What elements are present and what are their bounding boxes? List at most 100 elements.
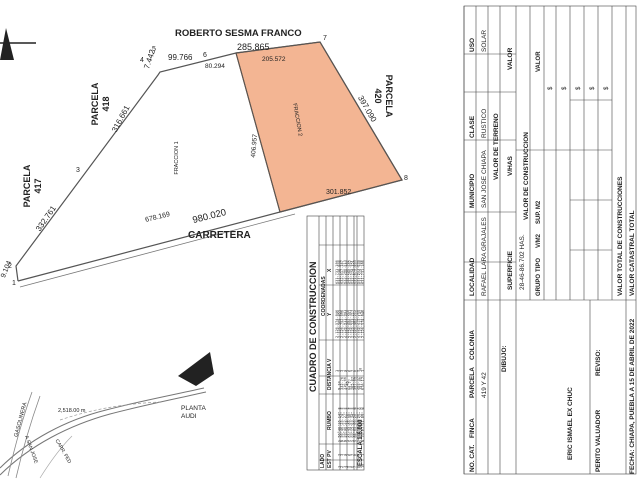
table-row-4-dist: 7.45 <box>345 381 349 390</box>
svg-text:PARCELA: PARCELA <box>22 164 32 207</box>
table-row-10-x: 631,731.186 <box>361 260 365 284</box>
tb-sup-m2: SUP. M2 <box>536 200 542 224</box>
table-row-9-v: 10 <box>358 368 362 372</box>
table-row-2-y: 2,126,752.096 <box>340 310 344 338</box>
table-row-7-dist: 397.09 <box>353 377 357 390</box>
table-row-10-pv: 1 <box>361 454 365 456</box>
table-row-6-v: 7 <box>351 370 355 372</box>
tb-superficie-value: 28-46-86.702 HAS. <box>519 234 526 290</box>
dist-bottom-f1: 678.169 <box>145 211 171 224</box>
tb-superficie-label: SUPERFICIE <box>507 250 514 290</box>
table-row-9-pv: 10 <box>358 452 362 456</box>
table-row-1-dist: 9.10 <box>338 381 342 390</box>
table-row-6-x: 632,274.351 <box>351 260 355 284</box>
table-row-8-y: 2,126,279.260 <box>356 310 360 338</box>
table-header-v: V <box>327 358 333 362</box>
table-row-2-pv: 3 <box>340 454 344 456</box>
table-header-y: Y <box>327 312 333 316</box>
table-row-3-est: 3 <box>343 466 347 468</box>
tb-clase-value: RUSTICO <box>481 109 488 138</box>
vertex-1: 1 <box>12 280 16 287</box>
table-scale: ESCALA 1:6,000 <box>358 419 364 466</box>
tb-fecha: FECHA: CHIAPA, PUEBLA A 15 DE ABRIL DE 2… <box>629 318 636 474</box>
tb-valor-total-construcciones: VALOR TOTAL DE CONSTRUCCIONES <box>617 176 624 296</box>
table-row-6-dist: 285.87 <box>351 377 355 390</box>
vertex-8: 8 <box>404 175 408 182</box>
parcela-418: PARCELA 418 <box>90 82 111 125</box>
table-header-coordenadas: COORDENADAS <box>321 276 327 316</box>
table-row-5-v: 6 <box>348 370 352 372</box>
table-row-7-rumbo: S 84°05'06.20" W <box>353 407 357 442</box>
table-header-x: X <box>327 268 333 272</box>
table-row-3-dist: 316.66 <box>343 377 347 390</box>
table-row-10-v: 1 <box>361 370 365 372</box>
table-row-10-y: 2,126,574.846 <box>361 310 365 338</box>
table-row-4-v: 5 <box>345 370 349 372</box>
table-row-2-est: 2 <box>340 466 344 468</box>
table-row-1-rumbo: S 56°48'16.14" E <box>338 407 342 442</box>
table-row-7-est: 7 <box>353 466 357 468</box>
planta-audi-marker <box>178 352 214 386</box>
table-title: CUADRO DE CONSTRUCCION <box>308 262 318 393</box>
table-row-3-pv: 4 <box>343 454 347 456</box>
table-row-6-pv: 7 <box>351 454 355 456</box>
location-label-planta: PLANTA <box>181 405 206 412</box>
table-row-4-rumbo: S 57°18'14.28" E <box>345 407 349 442</box>
tb-municipio-value: SAN JOSE CHIAPA <box>481 150 488 208</box>
table-header-distancia: DISTANCIA <box>327 363 333 390</box>
tb-valor-terreno: VALOR DE TERRENO <box>493 113 500 180</box>
tb-finca-label: FINCA <box>469 418 476 438</box>
table-row-9-dist: 397.86 <box>358 377 362 390</box>
construction-table-text: CUADRO DE CONSTRUCCION ESCALA 1:6,000LADO… <box>308 260 365 468</box>
table-row-5-est: 5 <box>348 466 352 468</box>
table-row-2-v: 3 <box>340 370 344 372</box>
tb-vha-label: V/HAS <box>507 155 514 176</box>
table-row-6-rumbo: S 03°15'03.34" E <box>351 407 355 442</box>
table-row-2-rumbo: N 56°46'25.74" E <box>340 407 344 442</box>
table-row-2-dist: 332.76 <box>340 377 344 390</box>
dist-top-left: 99.766 <box>168 53 193 62</box>
parcela-417: PARCELA 417 <box>22 164 43 207</box>
vertex-6: 6 <box>203 52 207 59</box>
table-row-9-x: 631,519.788 <box>358 260 362 284</box>
table-header-lado: LADO <box>320 454 326 468</box>
table-row-1-est: 1 <box>338 466 342 468</box>
table-row-5-dist: 99.77 <box>348 379 352 390</box>
table-row-4-est: 4 <box>345 466 349 468</box>
tb-valor-catastral-total: VALOR CATASTRAL TOTAL <box>629 210 636 296</box>
table-row-10-est: 10 <box>361 464 365 468</box>
table-row-5-rumbo: S 03°34'09.48" E <box>348 407 352 442</box>
tb-parcela-value: 419 Y 42 <box>481 372 488 398</box>
vertex-5: 5 <box>152 46 156 53</box>
table-row-4-y: 2,126,907.920 <box>345 310 349 338</box>
fraccion-2-label: FRACCION 2 <box>291 103 303 137</box>
tb-valor-construccion: VALOR DE CONSTRUCCION <box>523 132 530 220</box>
table-row-0-y: 2,126,574.846 <box>335 310 339 338</box>
table-row-1-x: 631,738.800 <box>338 260 342 284</box>
table-row-2-x: 632,017.147 <box>340 260 344 284</box>
tb-dollar-1: $ <box>562 86 568 90</box>
tb-vm2: V/M2 <box>536 233 542 248</box>
tb-localidad-label: LOCALIDAD <box>469 257 476 296</box>
table-row-7-y: 2,126,482.212 <box>353 310 357 338</box>
table-row-3-rumbo: N 59°40'22.27" E <box>343 407 347 442</box>
fraccion-1-label: FRACCION 1 <box>174 141 180 174</box>
road-line <box>19 213 296 288</box>
table-row-10-rumbo: N 70°27'51.89" W <box>361 407 365 442</box>
table-row-1-pv: 2 <box>338 454 342 456</box>
table-row-7-v: 8 <box>353 370 357 372</box>
svg-text:PARCELA: PARCELA <box>90 82 100 125</box>
table-row-8-rumbo: S 09°06'13.98" E <box>356 407 360 442</box>
dist-bottom-total: 980.020 <box>191 207 227 226</box>
dist-bottom-f2: 301.852 <box>326 189 351 196</box>
tb-dollar-2: $ <box>576 86 582 90</box>
dist-inner-top: 80.294 <box>205 63 225 70</box>
location-road-2: CARR. FED <box>54 438 73 465</box>
table-row-5-x: 632,290.562 <box>348 260 352 284</box>
location-map: PLANTA AUDI 2,518.00 m GASOLINERA A SAN … <box>0 352 214 479</box>
table-row-10-dist: 678.17 <box>361 377 365 390</box>
vertex-7: 7 <box>323 35 327 42</box>
table-row-5-y: 2,126,808.341 <box>348 310 352 338</box>
